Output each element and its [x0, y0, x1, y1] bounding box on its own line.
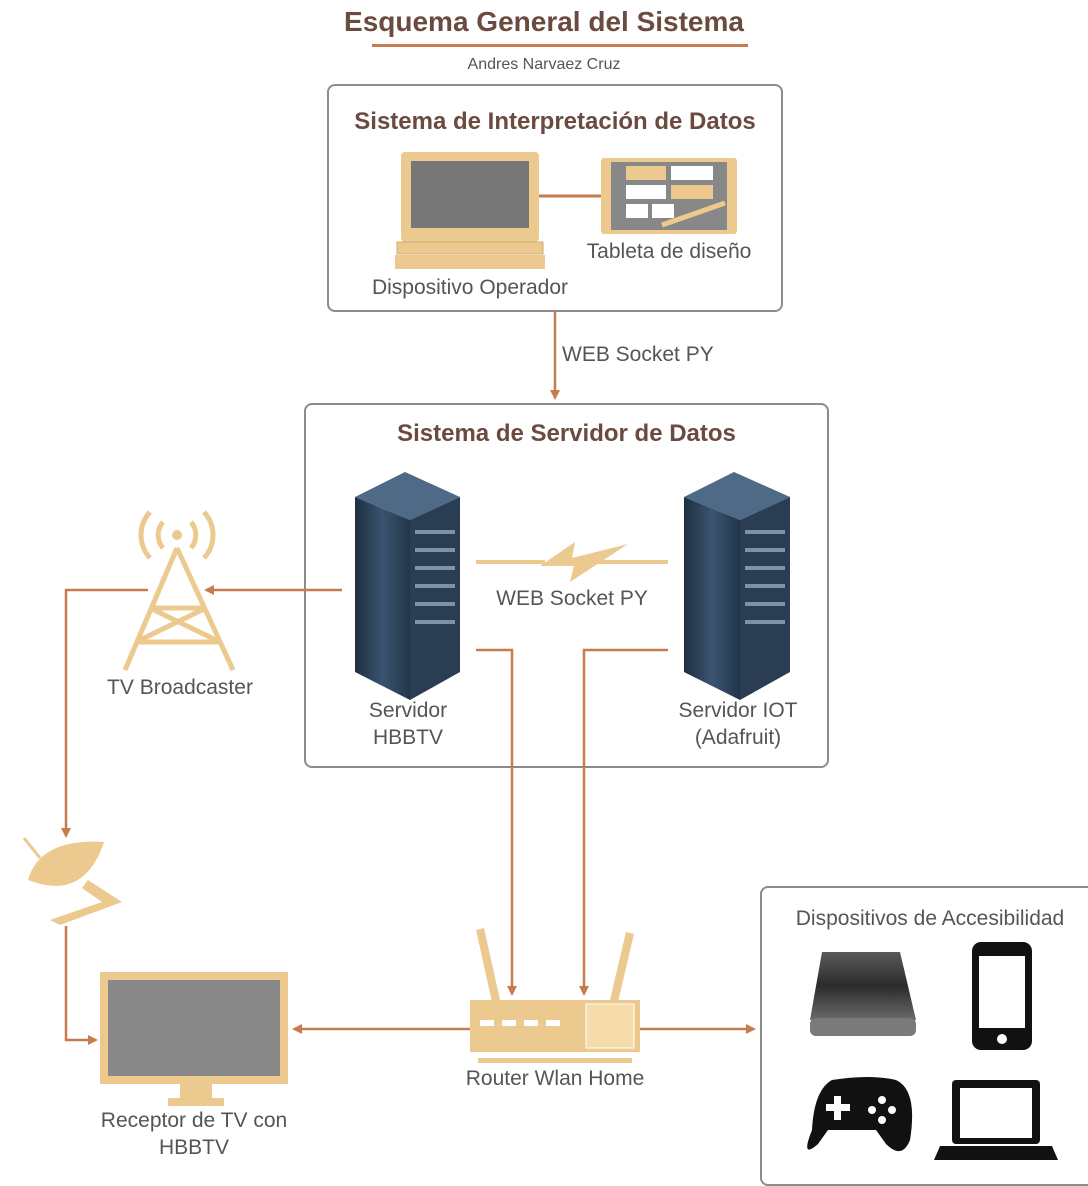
tower-to-dish-arrow	[61, 588, 148, 838]
accessibility-title: Dispositivos de Accesibilidad	[795, 907, 1065, 930]
hbbtv-server-label-1: Servidor	[368, 699, 448, 722]
receiver-label-2: HBBTV	[158, 1136, 229, 1159]
diagram-author: Andres Narvaez Cruz	[467, 56, 621, 73]
satellite-dish-icon	[22, 837, 122, 925]
tv-receiver-icon	[100, 972, 288, 1106]
iot-to-router-arrow	[579, 648, 668, 996]
diagram-title: Esquema General del Sistema	[344, 6, 744, 37]
server-system-title: Sistema de Servidor de Datos	[397, 420, 736, 447]
iot-server-label-2: (Adafruit)	[694, 726, 782, 749]
design-tablet-label: Tableta de diseño	[586, 240, 752, 263]
interpretation-system-title: Sistema de Interpretación de Datos	[354, 108, 756, 135]
smartphone-icon	[972, 942, 1032, 1050]
operator-laptop-icon	[395, 152, 545, 269]
receiver-label-1: Receptor de TV con	[100, 1109, 288, 1132]
hbbtv-to-router-arrow	[476, 648, 517, 996]
hbbtv-server-icon	[355, 472, 460, 700]
iot-server-label-1: Servidor IOT	[678, 699, 798, 722]
server-system-box	[304, 403, 829, 768]
laptop-black-icon	[934, 1080, 1058, 1160]
router-label: Router Wlan Home	[465, 1067, 645, 1090]
hbbtv-server-label-2: HBBTV	[372, 726, 443, 749]
operator-device-label: Dispositivo Operador	[371, 276, 569, 299]
tv-broadcaster-label: TV Broadcaster	[107, 676, 253, 699]
interpretation-system-box	[327, 84, 783, 312]
server-link-label: WEB Socket PY	[496, 587, 648, 610]
title-underline	[372, 44, 748, 47]
tv-broadcaster-icon	[122, 510, 236, 672]
router-icon	[470, 928, 640, 1063]
hard-drive-icon	[810, 952, 916, 1036]
top-link-label: WEB Socket PY	[562, 343, 714, 366]
dish-to-tv-arrow	[64, 926, 98, 1045]
gamepad-icon	[807, 1077, 913, 1152]
iot-server-icon	[684, 472, 790, 700]
design-tablet-icon	[601, 158, 737, 234]
wireless-link-icon	[476, 542, 668, 582]
